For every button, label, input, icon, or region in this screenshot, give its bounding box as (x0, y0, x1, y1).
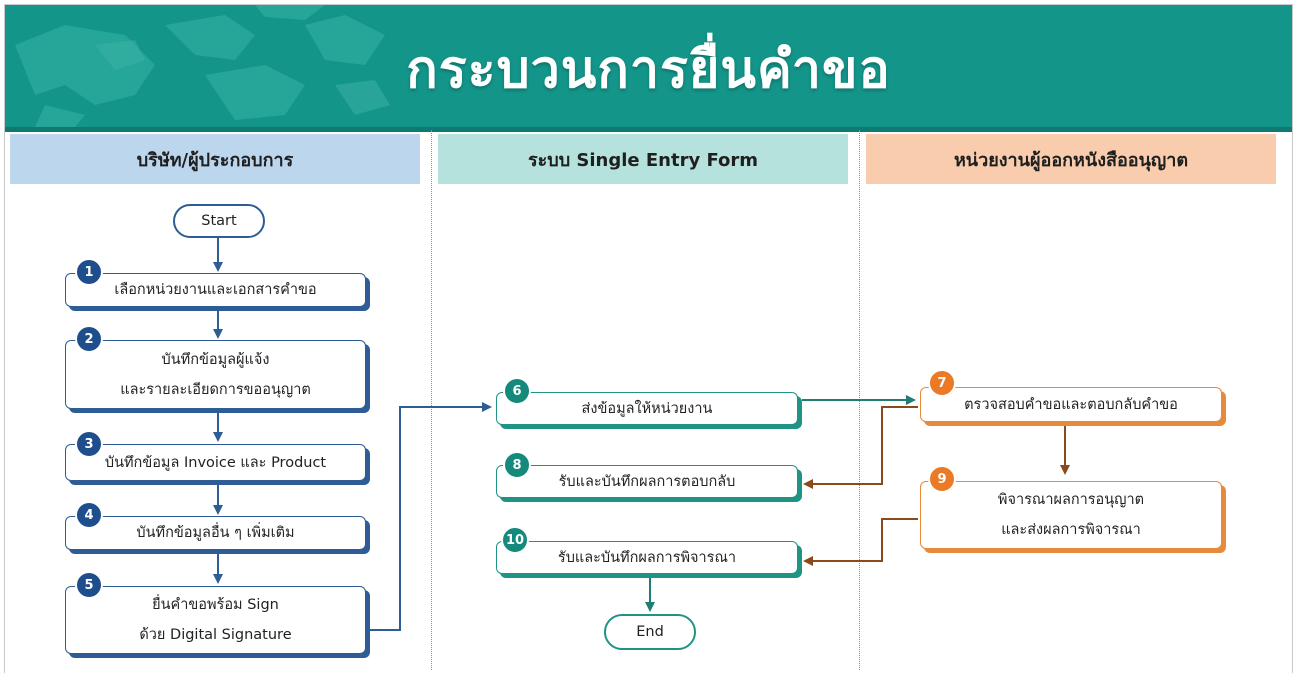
step-9-line-2: และส่งผลการพิจารณา (1001, 522, 1141, 538)
step-1-badge: 1 (75, 258, 103, 286)
world-map-decoration (15, 5, 390, 127)
lane-header-system: ระบบ Single Entry Form (438, 134, 848, 184)
step-7-box: ตรวจสอบคำขอและตอบกลับคำขอ (920, 387, 1222, 422)
start-node: Start (173, 204, 265, 238)
step-9-box: พิจารณาผลการอนุญาต และส่งผลการพิจารณา (920, 481, 1222, 549)
header-strip (5, 127, 1292, 132)
step-10-line-1: รับและบันทึกผลการพิจารณา (557, 549, 737, 566)
diagram-frame: กระบวนการยื่นคำขอ (4, 4, 1293, 673)
step-1-line-1: เลือกหน่วยงานและเอกสารคำขอ (114, 282, 317, 298)
step-2-line-2: และรายละเอียดการขออนุญาต (120, 381, 311, 398)
step-8-badge: 8 (503, 451, 531, 479)
arrow-7-to-8 (803, 406, 918, 489)
step-5-box: ยื่นคำขอพร้อม Sign ด้วย Digital Signatur… (65, 586, 366, 654)
step-3-line-1: บันทึกข้อมูล Invoice และ Product (104, 454, 327, 471)
step-7-line-1: ตรวจสอบคำขอและตอบกลับคำขอ (964, 396, 1178, 413)
step-2-box: บันทึกข้อมูลผู้แจ้ง และรายละเอียดการขออน… (65, 340, 366, 409)
step-3-box: บันทึกข้อมูล Invoice และ Product (65, 444, 366, 481)
step-8-line-1: รับและบันทึกผลการตอบกลับ (558, 473, 736, 490)
arrow-5-to-6 (370, 402, 492, 631)
end-node: End (604, 614, 696, 650)
step-8-box: รับและบันทึกผลการตอบกลับ (496, 465, 798, 498)
step-6-badge: 6 (503, 377, 531, 405)
step-9-line-1: พิจารณาผลการอนุญาต (997, 492, 1145, 508)
step-2-badge: 2 (75, 325, 103, 353)
step-1-box: เลือกหน่วยงานและเอกสารคำขอ (65, 273, 366, 307)
step-5-line-2: ด้วย Digital Signature (139, 627, 292, 643)
step-10-box: รับและบันทึกผลการพิจารณา (496, 541, 798, 574)
step-6-line-1: ส่งข้อมูลให้หน่วยงาน (581, 400, 713, 417)
step-4-badge: 4 (75, 501, 103, 529)
step-7-badge: 7 (928, 369, 956, 397)
step-3-badge: 3 (75, 430, 103, 458)
step-2-line-1: บันทึกข้อมูลผู้แจ้ง (161, 351, 270, 368)
step-4-box: บันทึกข้อมูลอื่น ๆ เพิ่มเติม (65, 516, 366, 550)
step-6-box: ส่งข้อมูลให้หน่วยงาน (496, 392, 798, 425)
arrow-9-to-10 (803, 518, 918, 566)
lane-divider-1 (431, 130, 432, 670)
step-10-badge: 10 (501, 526, 529, 554)
lane-header-company: บริษัท/ผู้ประกอบการ (10, 134, 420, 184)
step-4-line-1: บันทึกข้อมูลอื่น ๆ เพิ่มเติม (136, 525, 295, 541)
header-banner: กระบวนการยื่นคำขอ (5, 5, 1292, 127)
lane-header-agency: หน่วยงานผู้ออกหนังสืออนุญาต (866, 134, 1276, 184)
page-title: กระบวนการยื่นคำขอ (406, 40, 891, 100)
step-5-line-1: ยื่นคำขอพร้อม Sign (152, 597, 279, 613)
step-5-badge: 5 (75, 571, 103, 599)
step-9-badge: 9 (928, 465, 956, 493)
